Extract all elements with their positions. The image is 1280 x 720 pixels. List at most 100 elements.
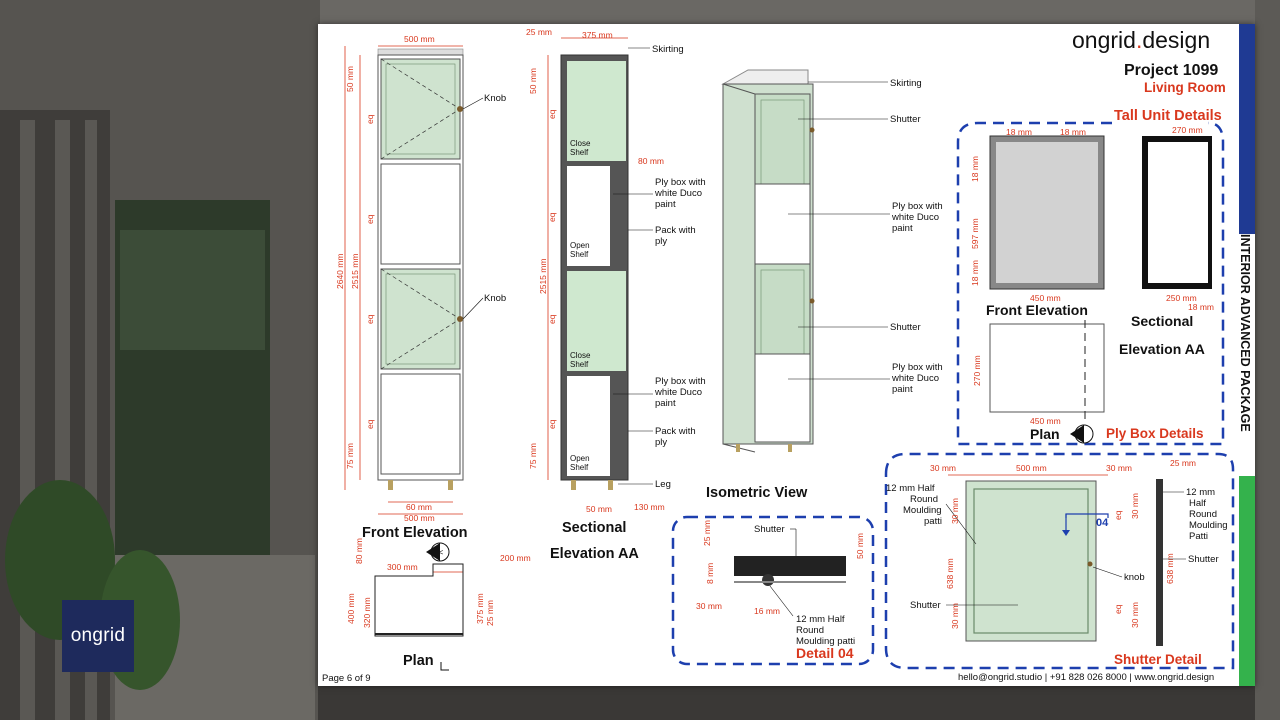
- leg-label: Leg: [655, 479, 671, 490]
- open-shelf-1a: Open: [570, 241, 590, 250]
- section-eq-2: eq: [547, 212, 557, 222]
- sh-shutter-right: Shutter: [1188, 554, 1219, 565]
- front-top-dim: 50 mm: [345, 66, 355, 92]
- project-number: Project 1099: [1124, 62, 1218, 79]
- header-logo: ongrid.design Project 1099 Living Room I…: [1072, 24, 1255, 686]
- tall-t18b: 18 mm: [1060, 127, 1086, 137]
- drawing-sheet: .dim{font-size:8.5px;fill:#d9381e} .lbl{…: [318, 24, 1255, 686]
- front-height-inner: 2515 mm: [350, 254, 360, 289]
- front-elevation-drawing: 500 mm Knob Knob 2640 mm 2515 mm 50 mm 7…: [335, 34, 506, 562]
- plan-300: 300 mm: [387, 562, 418, 572]
- section-h75: 75 mm: [528, 443, 538, 469]
- front-bottom-dim: 75 mm: [345, 443, 355, 469]
- section-eq-3: eq: [547, 314, 557, 324]
- plan-320: 320 mm: [362, 597, 372, 628]
- iso-ply-1a: Ply box with: [892, 201, 943, 212]
- sh-m3: Moulding: [903, 505, 942, 516]
- detail-8: 8 mm: [705, 563, 715, 584]
- ply-text-2c: paint: [655, 398, 676, 409]
- iso-shutter-2: Shutter: [890, 322, 921, 333]
- open-shelf-2b: Shelf: [570, 463, 589, 472]
- front-eq-3: eq: [365, 314, 375, 324]
- iso-ply-2b: white Duco: [891, 373, 939, 384]
- front-eq-2: eq: [365, 214, 375, 224]
- project-room: Living Room: [1144, 80, 1226, 95]
- section-gap-80: 80 mm: [638, 156, 664, 166]
- detail-shutter-label: Shutter: [754, 524, 785, 535]
- ply-text-2b: white Duco: [654, 387, 702, 398]
- iso-shutter-1: Shutter: [890, 114, 921, 125]
- section-top-25: 25 mm: [526, 27, 552, 37]
- knob-label-lower: Knob: [484, 293, 506, 304]
- detail-moulding-3: Moulding patti: [796, 636, 855, 647]
- ply-box-details: Ply Box Details: [1106, 426, 1204, 441]
- plan-title: Plan: [403, 653, 434, 669]
- side-band-text: INTERIOR ADVANCED PACKAGE: [1238, 234, 1252, 432]
- section-h50: 50 mm: [528, 68, 538, 94]
- page-number: Page 6 of 9: [322, 673, 371, 684]
- close-shelf-2b: Shelf: [570, 360, 589, 369]
- section-skirting-label: Skirting: [652, 44, 684, 55]
- sh-p3: Round: [1189, 509, 1217, 520]
- open-shelf-2a: Open: [570, 454, 590, 463]
- close-shelf-1b: Shelf: [570, 148, 589, 157]
- plan-375: 375 mm: [475, 593, 485, 624]
- sh-p2: Half: [1189, 498, 1206, 509]
- pack-text-2a: Pack with: [655, 426, 696, 437]
- sh-m2: Round: [910, 494, 938, 505]
- front-width-top: 500 mm: [404, 34, 435, 44]
- detail-04-title: Detail 04: [796, 645, 854, 661]
- sh-p4: Moulding: [1189, 520, 1228, 531]
- logo-text: ongrid.design: [1072, 27, 1210, 53]
- sh-p5: Patti: [1189, 531, 1208, 542]
- iso-skirting: Skirting: [890, 78, 922, 89]
- front-leg-dim: 60 mm: [406, 502, 432, 512]
- detail-04-box: Shutter 25 mm 50 mm 8 mm 30 mm 16 mm 12 …: [671, 515, 875, 666]
- front-elevation-title: Front Elevation: [362, 525, 468, 541]
- close-shelf-2a: Close: [570, 351, 591, 360]
- section-d130: 130 mm: [634, 502, 665, 512]
- section-title-1: Sectional: [562, 520, 626, 536]
- detail-moulding-1: 12 mm Half: [796, 614, 845, 625]
- sheet-footer: Page 6 of 9 hello@ongrid.studio | +91 82…: [322, 672, 1214, 684]
- tall-elevation-aa: Elevation AA: [1119, 341, 1205, 357]
- detail-25: 25 mm: [702, 520, 712, 546]
- sh-v30a: 30 mm: [950, 498, 960, 524]
- tall-unit-details-box: Tall Unit Details 18 mm 18 mm 270 mm 18 …: [956, 108, 1225, 446]
- front-width-bottom: 500 mm: [404, 513, 435, 523]
- section-h2515: 2515 mm: [538, 259, 548, 294]
- pack-text-1b: ply: [655, 236, 667, 247]
- ply-text-2a: Ply box with: [655, 376, 706, 387]
- tall-v597: 597 mm: [970, 218, 980, 249]
- iso-ply-1c: paint: [892, 223, 913, 234]
- sh-p1: 12 mm: [1186, 487, 1215, 498]
- sh-r25: 25 mm: [1170, 458, 1196, 468]
- tall-t18a: 18 mm: [1006, 127, 1032, 137]
- sh-knob: knob: [1124, 572, 1145, 583]
- tall-t270: 270 mm: [1172, 125, 1203, 135]
- tall-w250: 250 mm: [1166, 293, 1197, 303]
- sh-s30b: 30 mm: [1130, 602, 1140, 628]
- close-shelf-1a: Close: [570, 139, 591, 148]
- shutter-detail-box: 30 mm 500 mm 30 mm 25 mm knob 12 mm Half…: [884, 452, 1235, 670]
- ply-text-1b: white Duco: [654, 188, 702, 199]
- tall-v18b: 18 mm: [970, 260, 980, 286]
- sh-w500: 500 mm: [1016, 463, 1047, 473]
- detail-50: 50 mm: [855, 533, 865, 559]
- plan-25: 25 mm: [485, 600, 495, 626]
- tall-unit-title: Tall Unit Details: [1114, 108, 1222, 124]
- tall-w450: 450 mm: [1030, 293, 1061, 303]
- sectional-elevation-drawing: 375 mm 25 mm Skirting Close Shelf Open S…: [526, 27, 706, 562]
- ongrid-badge-logo: ongrid: [62, 600, 134, 672]
- contact-info: hello@ongrid.studio | +91 828 026 8000 |…: [958, 672, 1214, 683]
- knob-label-upper: Knob: [484, 93, 506, 104]
- sh-v638: 638 mm: [945, 558, 955, 589]
- iso-ply-1b: white Duco: [891, 212, 939, 223]
- section-d50: 50 mm: [586, 504, 612, 514]
- front-height-total: 2640 mm: [335, 254, 345, 289]
- iso-ply-2c: paint: [892, 384, 913, 395]
- tall-plan: Plan: [1030, 426, 1060, 442]
- shutter-detail-title: Shutter Detail: [1114, 652, 1202, 667]
- isometric-view-drawing: Skirting Shutter Ply box with white Duco…: [706, 69, 943, 501]
- sh-m1: 12 mm Half: [886, 483, 935, 494]
